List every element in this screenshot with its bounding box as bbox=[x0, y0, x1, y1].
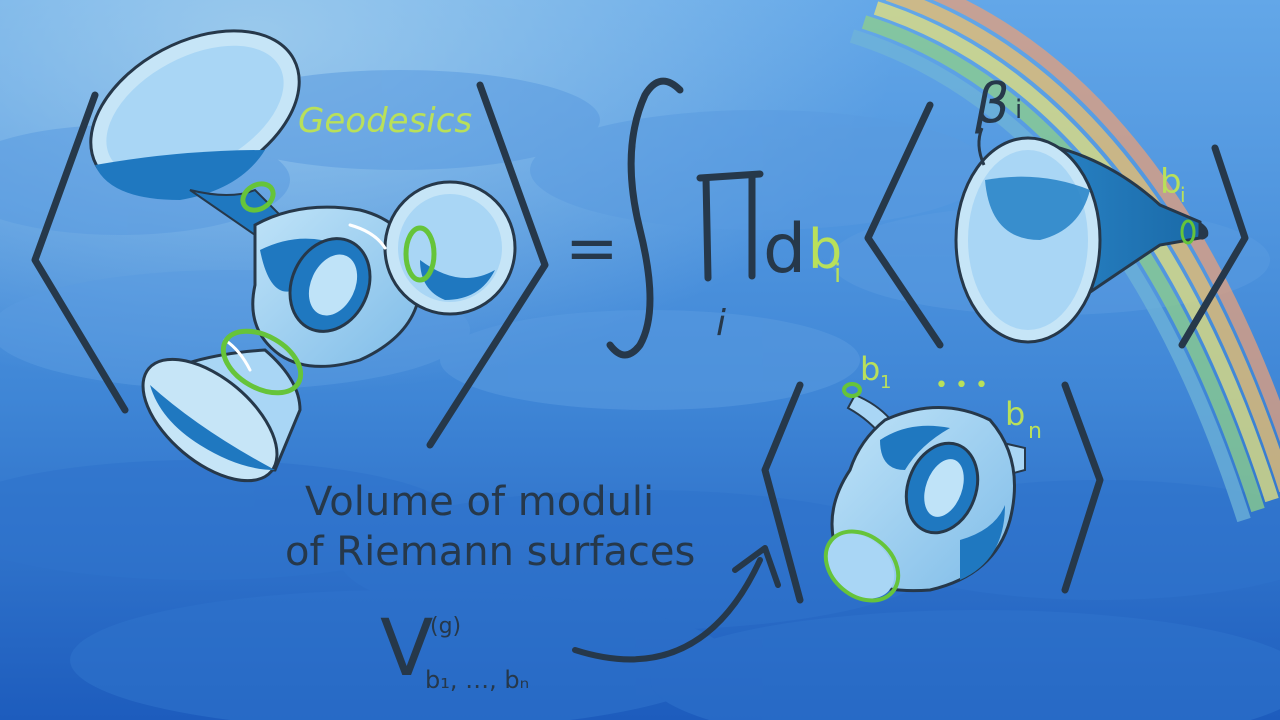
trumpet-surface bbox=[954, 136, 1209, 344]
differential-b: b bbox=[808, 218, 842, 281]
arrow-head bbox=[732, 545, 781, 588]
boundary-dots: • • • bbox=[935, 373, 988, 398]
boundary-rings-small bbox=[823, 382, 901, 603]
bn-label: b bbox=[1005, 395, 1025, 433]
product-sign bbox=[696, 170, 764, 282]
arrow-to-surface bbox=[572, 557, 763, 663]
moduli-angle-bracket-open bbox=[761, 381, 804, 604]
left-angle-bracket-close bbox=[426, 81, 549, 449]
geodesics-label: Geodesics bbox=[298, 101, 472, 141]
genus-surface-large bbox=[89, 29, 517, 483]
geodesic-rings-large bbox=[220, 181, 437, 396]
b-i-label: b bbox=[1160, 162, 1182, 202]
beta-curve-mark bbox=[977, 127, 986, 166]
b1-subscript: 1 bbox=[880, 372, 891, 393]
equals-sign: = bbox=[565, 212, 619, 286]
product-index: i bbox=[716, 303, 726, 344]
volume-caption-line2: of Riemann surfaces bbox=[285, 529, 695, 575]
trumpet-angle-bracket-close bbox=[1178, 144, 1249, 349]
bn-subscript: n bbox=[1028, 419, 1042, 444]
beta-label: β bbox=[974, 72, 1009, 135]
differential-d: d bbox=[763, 210, 806, 289]
volume-symbol-superscript: (g) bbox=[430, 614, 461, 639]
left-angle-bracket-open bbox=[31, 91, 129, 414]
trumpet-geodesic-ring bbox=[1180, 219, 1196, 245]
integral-sign bbox=[606, 77, 684, 359]
trumpet-angle-bracket-open bbox=[864, 101, 944, 349]
volume-symbol-subscript: b₁, …, bₙ bbox=[425, 666, 529, 694]
moduli-angle-bracket-close bbox=[1061, 381, 1104, 594]
b1-label: b bbox=[860, 350, 880, 388]
bordered-surface bbox=[825, 393, 1026, 599]
beta-subscript: i bbox=[1015, 95, 1022, 125]
differential-b-subscript: i bbox=[834, 259, 841, 289]
volume-symbol-V: V bbox=[380, 604, 433, 694]
clouds-low bbox=[0, 460, 1280, 720]
b-i-subscript: i bbox=[1180, 183, 1186, 207]
volume-caption-line1: Volume of moduli bbox=[305, 479, 654, 525]
